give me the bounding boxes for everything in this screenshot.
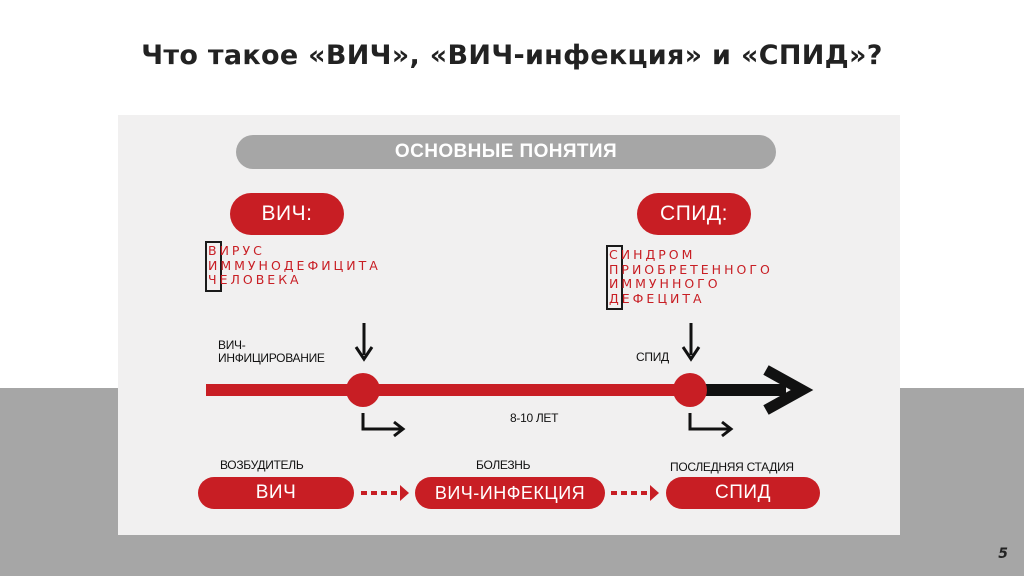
aids-acronym-line: СИНДРОМ (609, 247, 696, 262)
infection-l-arrow-head (393, 420, 406, 438)
hiv-acronym-highlight-box (205, 241, 222, 292)
hiv-label-pill: ВИЧ: (230, 193, 344, 235)
disease-caption: БОЛЕЗНЬ (476, 458, 531, 472)
final-stage-pill: СПИД (666, 477, 820, 509)
aids-l-arrow (688, 413, 729, 431)
aids-l-arrow-head (721, 420, 734, 438)
aids-timeline-label: СПИД (636, 350, 669, 364)
connector-arrow-1 (361, 485, 409, 501)
diagram-panel: ОСНОВНЫЕ ПОНЯТИЯ ВИЧ: ВИРУС ИММУНОДЕФИЦИ… (118, 115, 900, 535)
page-number: 5 (998, 546, 1008, 562)
duration-label: 8-10 ЛЕТ (510, 411, 559, 425)
aids-acronym-highlight-box (606, 245, 623, 310)
infection-point (346, 373, 380, 407)
infection-l-arrow (361, 413, 401, 431)
pathogen-caption: ВОЗБУДИТЕЛЬ (220, 458, 304, 472)
timeline-graphic (206, 323, 814, 501)
pathogen-pill: ВИЧ (198, 477, 354, 509)
aids-acronym: СИНДРОМ ПРИОБРЕТЕННОГО ИММУННОГО ДЕФЕЦИТ… (609, 247, 773, 306)
aids-label-pill: СПИД: (637, 193, 751, 235)
slide-title: Что такое «ВИЧ», «ВИЧ-инфекция» и «СПИД»… (141, 40, 883, 71)
aids-down-arrow-head (681, 346, 701, 362)
progression-arrow-head (763, 365, 814, 415)
header-pill: ОСНОВНЫЕ ПОНЯТИЯ (236, 135, 776, 169)
hiv-acronym-line: ИММУНОДЕФИЦИТА (208, 257, 381, 273)
hiv-acronym-line: ВИРУС (208, 243, 265, 258)
disease-pill: ВИЧ-ИНФЕКЦИЯ (415, 477, 605, 509)
infection-down-arrow-head (354, 346, 374, 362)
final-stage-caption: ПОСЛЕДНЯЯ СТАДИЯ (670, 460, 794, 474)
aids-acronym-line: ИММУННОГО (609, 276, 721, 291)
aids-acronym-line: ПРИОБРЕТЕННОГО (609, 261, 773, 277)
connector-arrow-2 (611, 485, 659, 501)
infection-label: ВИЧ- ИНФИЦИРОВАНИЕ (218, 338, 325, 365)
hiv-acronym: ВИРУС ИММУНОДЕФИЦИТА ЧЕЛОВЕКА (208, 243, 381, 288)
aids-point (673, 373, 707, 407)
hiv-acronym-line: ЧЕЛОВЕКА (208, 272, 302, 287)
aids-acronym-line: ДЕФЕЦИТА (609, 290, 705, 306)
